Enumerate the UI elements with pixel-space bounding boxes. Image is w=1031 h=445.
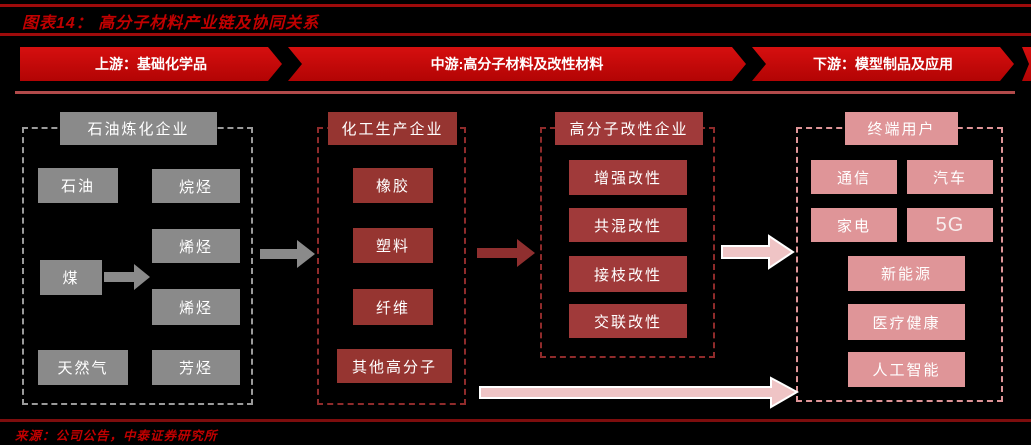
top-rule-2 [0, 33, 1031, 36]
node-graft-modification: 接枝改性 [569, 256, 687, 292]
node-5g: 5G [907, 208, 993, 242]
banner-upstream-label: 上游：基础化学品 [95, 56, 207, 72]
banner-downstream: 下游：模型制品及应用 [752, 47, 1014, 81]
node-fiber: 纤维 [353, 289, 433, 325]
node-aromatics: 芳烃 [152, 350, 240, 385]
node-petroleum: 石油 [38, 168, 118, 203]
node-plastic: 塑料 [353, 228, 433, 263]
banner-underline [15, 91, 1015, 94]
node-alkane: 烷烃 [152, 169, 240, 203]
group-chem-header: 化工生产企业 [328, 112, 457, 145]
node-olefin-1: 烯烃 [152, 229, 240, 263]
coal-to-olefin-arrow-icon [104, 264, 150, 290]
node-artificial-intelligence: 人工智能 [848, 352, 965, 387]
node-other-polymers: 其他高分子 [337, 349, 452, 383]
banner-edge-stub [1022, 47, 1031, 81]
refining-to-chem-arrow-icon [260, 240, 315, 268]
node-blending-modification: 共混改性 [569, 208, 687, 242]
node-natural-gas: 天然气 [38, 350, 128, 385]
banner-downstream-label: 下游：模型制品及应用 [813, 56, 953, 72]
bottom-rule [0, 419, 1031, 422]
node-medical-health: 医疗健康 [848, 304, 965, 340]
node-new-energy: 新能源 [848, 256, 965, 291]
banner-midstream: 中游:高分子材料及改性材料 [288, 47, 746, 81]
node-home-appliance: 家电 [811, 208, 897, 242]
node-reinforced-modification: 增强改性 [569, 160, 687, 195]
node-coal: 煤 [40, 260, 102, 295]
group-users-header: 终端用户 [845, 112, 958, 145]
group-modify-header: 高分子改性企业 [555, 112, 703, 145]
node-rubber: 橡胶 [353, 168, 433, 203]
figure-title: 图表14： 高分子材料产业链及协同关系 [22, 15, 320, 32]
group-refining-header: 石油炼化企业 [60, 112, 217, 145]
source-note: 来源：公司公告，中泰证券研究所 [15, 429, 218, 443]
banner-upstream: 上游：基础化学品 [20, 47, 282, 81]
modify-to-user-arrow-icon [721, 234, 795, 270]
chem-to-user-long-arrow-icon [479, 376, 799, 409]
node-communication: 通信 [811, 160, 897, 194]
node-olefin-2: 烯烃 [152, 289, 240, 325]
node-automobile: 汽车 [907, 160, 993, 194]
banner-midstream-label: 中游:高分子材料及改性材料 [430, 56, 604, 72]
chem-to-modify-arrow-icon [477, 239, 535, 267]
top-rule-1 [0, 4, 1031, 7]
node-crosslink-modification: 交联改性 [569, 304, 687, 338]
